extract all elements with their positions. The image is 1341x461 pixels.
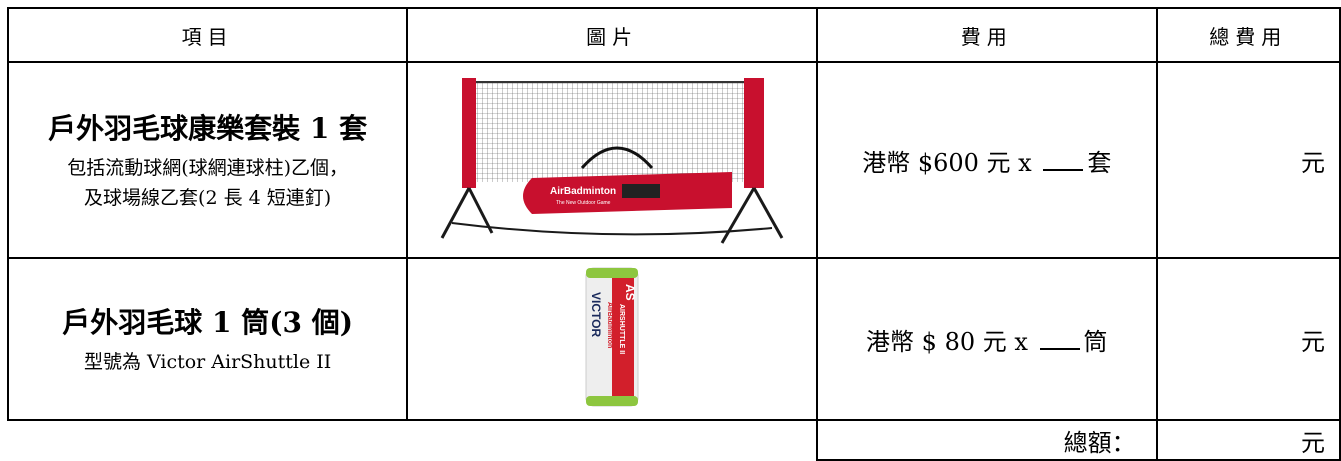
item-cell: 戶外羽毛球 1 筒(3 個) 型號為 Victor AirShuttle II [6, 257, 409, 421]
shuttle-tube-image: AS AIRSHUTTLE II AirBadminton VICTOR [585, 267, 639, 407]
summary-unit: 元 [1301, 428, 1325, 457]
item-desc-line: 及球場線乙套(2 長 4 短連釘) [84, 187, 332, 209]
item-cell: 戶外羽毛球康樂套裝 1 套 包括流動球網(球網連球柱)乙個， 及球場線乙套(2 … [6, 61, 409, 259]
fee-text: 港幣 $ 80 元 x [866, 327, 1028, 356]
fee-cell: 港幣 $ 80 元 x 筒 [816, 257, 1158, 421]
total-unit: 元 [1301, 327, 1325, 356]
quantity-blank[interactable] [1039, 326, 1080, 350]
fee-unit: 套 [1087, 148, 1112, 177]
summary-total-cell: 元 [1155, 419, 1341, 461]
fee-cell: 港幣 $600 元 x 套 [816, 61, 1158, 259]
item-name: 戶外羽毛球 1 筒(3 個) [62, 306, 353, 339]
item-desc-line: 包括流動球網(球網連球柱)乙個， [67, 157, 349, 179]
net-post-banner-right [744, 78, 765, 188]
bag-caption-text: The New Outdoor Game [556, 200, 611, 206]
summary-row: 總額： 元 [8, 419, 1341, 461]
tube-brand-text: AirBadminton [606, 302, 613, 348]
summary-spacer [8, 419, 818, 460]
order-form-table: 項目 圖片 費用 總費用 戶外羽毛球康樂套裝 1 套 包括流動球網(球網連球柱)… [6, 7, 1341, 461]
bag-handle [580, 146, 654, 169]
header-item: 項目 [6, 7, 409, 63]
header-picture: 圖片 [406, 7, 819, 63]
header-row: 項目 圖片 費用 總費用 [6, 7, 1341, 63]
tube-maker-text: VICTOR [589, 292, 603, 337]
table-row: 戶外羽毛球康樂套裝 1 套 包括流動球網(球網連球柱)乙個， 及球場線乙套(2 … [6, 61, 1341, 259]
summary-label: 總額： [1063, 428, 1136, 457]
net-mesh [472, 82, 757, 182]
summary-label-cell: 總額： [816, 419, 1158, 461]
total-cell: 元 [1155, 257, 1341, 421]
net-post-banner-left [462, 78, 477, 188]
badminton-net-set-image: AirBadminton The New Outdoor Game [440, 78, 784, 244]
fee-text: 港幣 $600 元 x [862, 148, 1032, 177]
item-name: 戶外羽毛球康樂套裝 1 套 [48, 112, 368, 145]
picture-cell: AS AIRSHUTTLE II AirBadminton VICTOR [406, 257, 819, 421]
bag-brand-text: AirBadminton [550, 186, 616, 197]
tube-product-text: AIRSHUTTLE II [618, 304, 625, 354]
header-total: 總費用 [1155, 7, 1341, 63]
quantity-blank[interactable] [1043, 147, 1084, 171]
header-fee: 費用 [816, 7, 1158, 63]
tube-logo-text: AS [623, 284, 637, 301]
fee-unit: 筒 [1083, 327, 1108, 356]
item-desc-line: 型號為 Victor AirShuttle II [83, 351, 332, 373]
total-cell: 元 [1155, 61, 1341, 259]
picture-cell: AirBadminton The New Outdoor Game [406, 61, 819, 259]
table-row: 戶外羽毛球 1 筒(3 個) 型號為 Victor AirShuttle II … [6, 257, 1341, 421]
total-unit: 元 [1301, 148, 1325, 177]
